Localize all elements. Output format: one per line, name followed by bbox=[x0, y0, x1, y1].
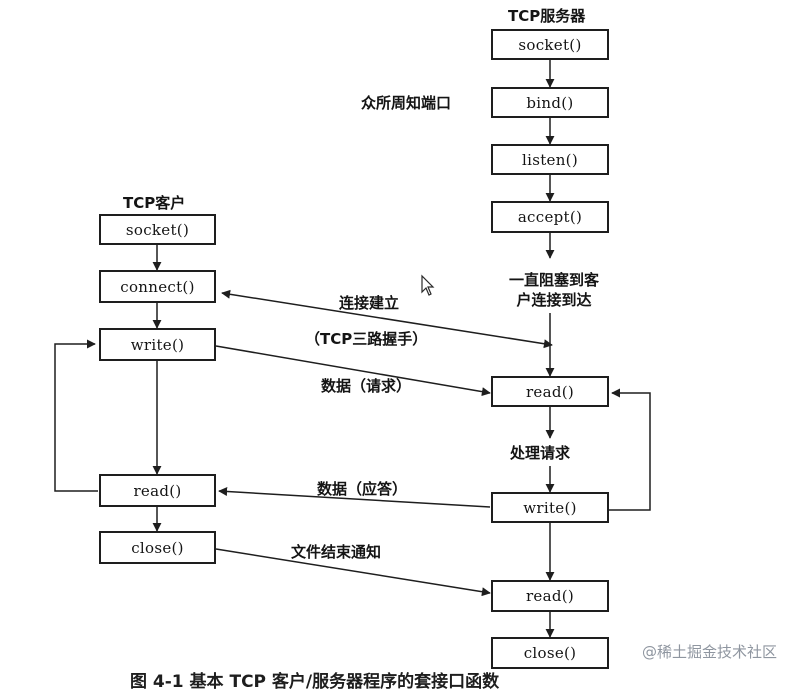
server-close-box: close() bbox=[491, 637, 609, 669]
reply-arrow bbox=[218, 486, 491, 508]
client-title: TCP客户 bbox=[123, 194, 186, 212]
data-reply-label: 数据（应答） bbox=[317, 480, 408, 498]
block-until-connect-label: 一直阻塞到客 户连接到达 bbox=[495, 270, 613, 310]
server-read2-box: read() bbox=[491, 580, 609, 612]
request-arrow bbox=[215, 345, 491, 397]
eof-notify-label: 文件结束通知 bbox=[291, 543, 382, 561]
well-known-port-label: 众所周知端口 bbox=[361, 94, 452, 112]
eof-arrow bbox=[215, 548, 491, 597]
server-listen-box: listen() bbox=[491, 144, 609, 175]
server-read-box: read() bbox=[491, 376, 609, 407]
server-socket-box: socket() bbox=[491, 29, 609, 60]
figure-caption: 图 4-1 基本 TCP 客户/服务器程序的套接口函数 bbox=[130, 672, 500, 692]
connection-setup-label: 连接建立 bbox=[339, 294, 400, 312]
figure-caption-clip: 图 4-1 基本 TCP 客户/服务器程序的套接口函数 bbox=[130, 663, 499, 692]
process-request-label: 处理请求 bbox=[510, 444, 571, 462]
server-write-box: write() bbox=[491, 492, 609, 523]
block-line-1: 一直阻塞到客 bbox=[508, 271, 599, 289]
data-request-label: 数据（请求） bbox=[321, 377, 412, 395]
block-line-2: 户连接到达 bbox=[516, 291, 592, 309]
handshake-label: （TCP三路握手） bbox=[305, 330, 428, 348]
server-loop-arrow bbox=[608, 388, 651, 511]
server-bind-box: bind() bbox=[491, 87, 609, 118]
client-socket-box: socket() bbox=[99, 214, 216, 245]
client-connect-box: connect() bbox=[99, 270, 216, 303]
client-close-box: close() bbox=[99, 531, 216, 564]
client-loop-arrow bbox=[54, 339, 98, 492]
watermark: @稀土掘金技术社区 bbox=[641, 643, 777, 661]
handshake-arrow bbox=[221, 289, 553, 349]
server-title: TCP服务器 bbox=[508, 7, 586, 25]
mouse-pointer-icon bbox=[421, 274, 435, 296]
client-write-box: write() bbox=[99, 328, 216, 361]
server-accept-box: accept() bbox=[491, 201, 609, 233]
client-read-box: read() bbox=[99, 474, 216, 507]
